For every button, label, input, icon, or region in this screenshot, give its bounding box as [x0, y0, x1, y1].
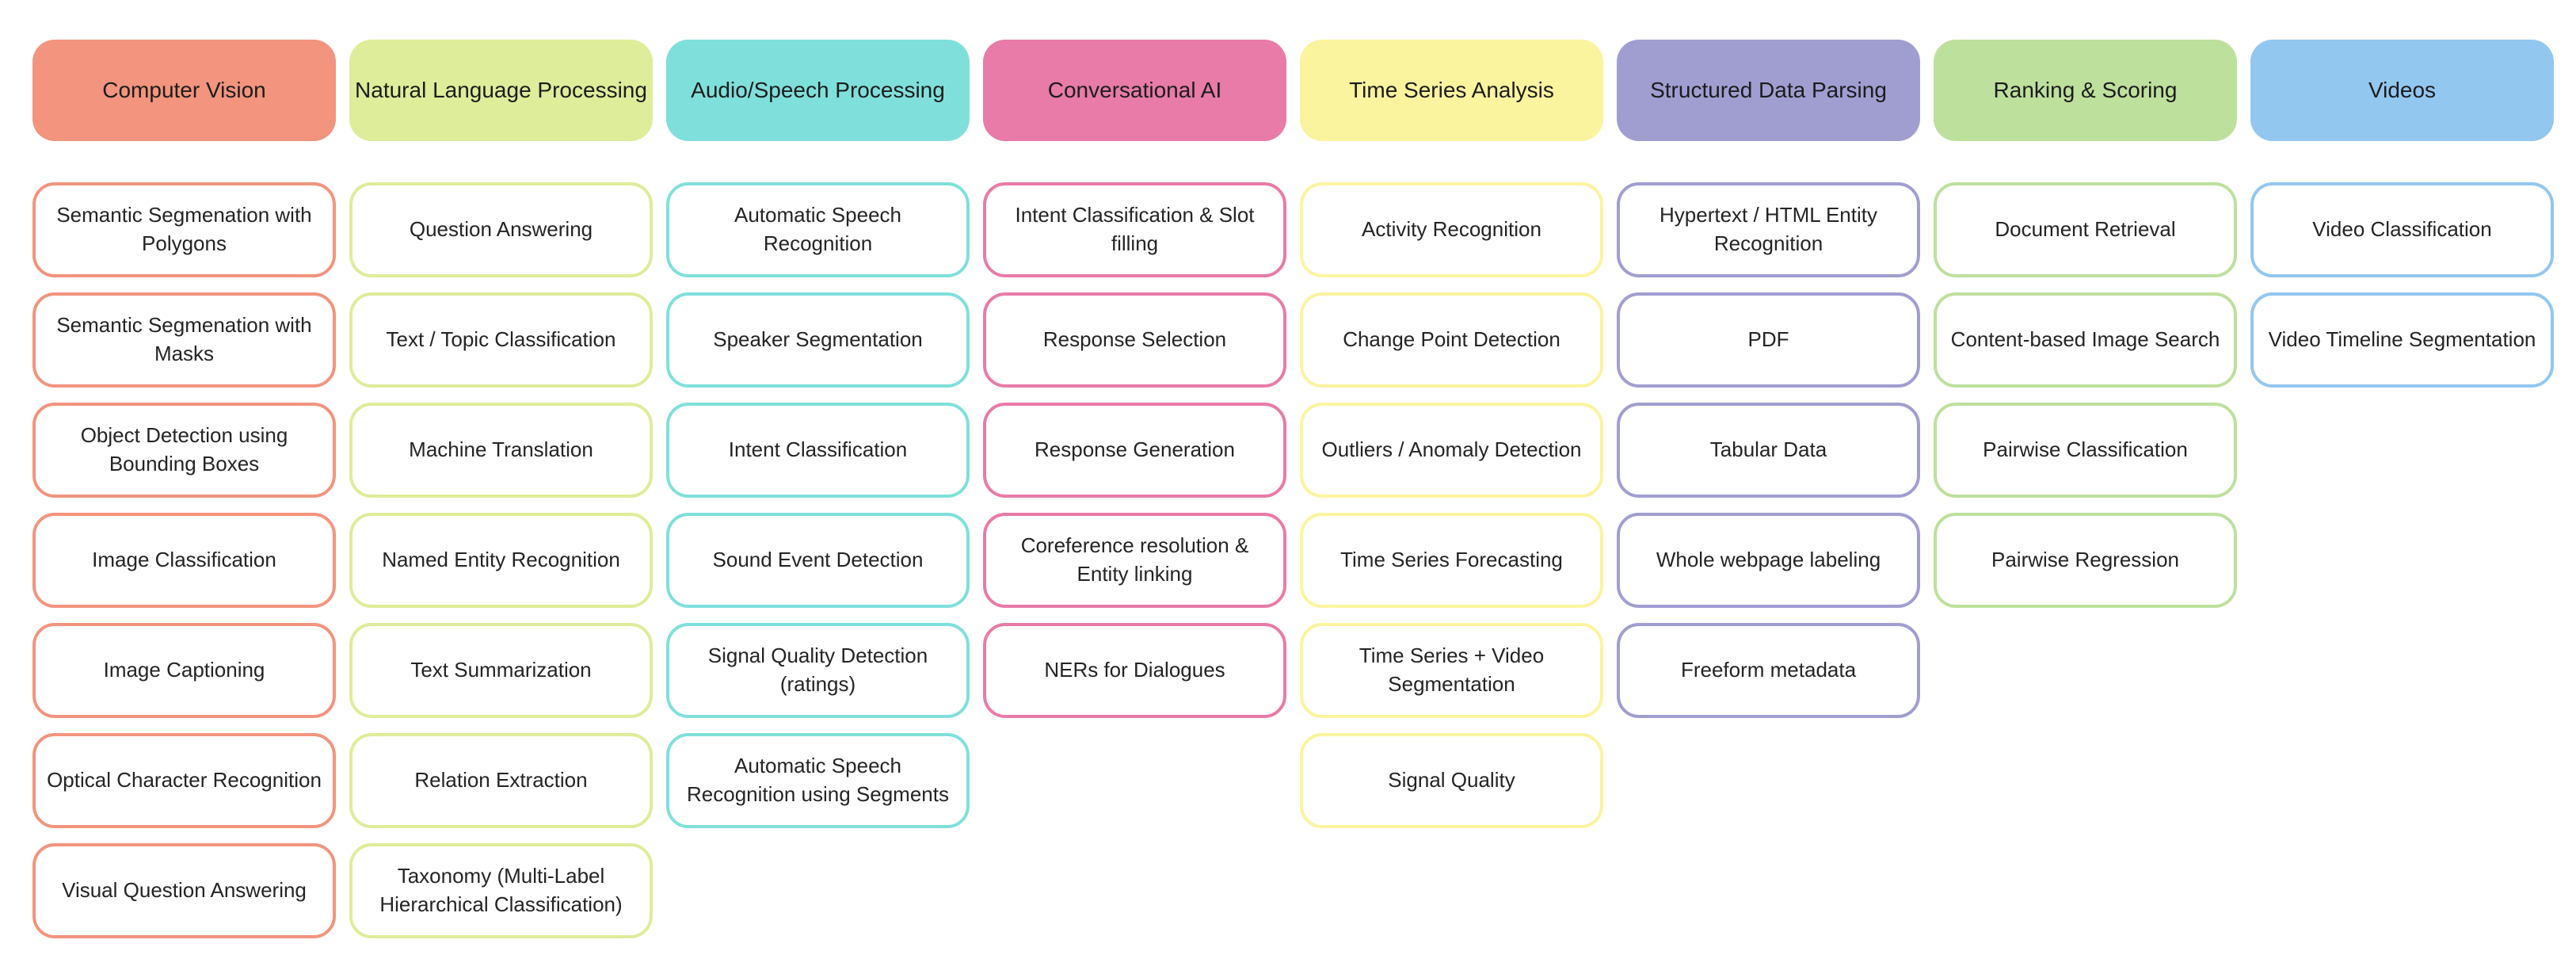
task-card: NERs for Dialogues	[983, 623, 1286, 718]
category-header-structured-data-parsing: Structured Data Parsing	[1617, 40, 1920, 141]
category-header-audio-speech-processing: Audio/Speech Processing	[666, 40, 970, 141]
category-column-computer-vision: Computer Vision Semantic Segmenation wit…	[32, 40, 336, 938]
task-card: Optical Character Recognition	[32, 733, 336, 828]
task-card: Semantic Segmenation with Polygons	[32, 182, 336, 277]
task-card: Pairwise Regression	[1934, 513, 2237, 608]
category-header-videos: Videos	[2250, 40, 2554, 141]
task-card: Visual Question Answering	[32, 843, 336, 938]
task-card: PDF	[1617, 292, 1920, 388]
task-card: Video Timeline Segmentation	[2250, 292, 2554, 388]
category-header-ranking-scoring: Ranking & Scoring	[1934, 40, 2237, 141]
category-header-computer-vision: Computer Vision	[32, 40, 336, 141]
task-card: Signal Quality	[1300, 733, 1603, 828]
task-card: Response Selection	[983, 292, 1286, 388]
task-card: Document Retrieval	[1934, 182, 2237, 277]
category-header-natural-language-processing: Natural Language Processing	[349, 40, 653, 141]
category-column-structured-data-parsing: Structured Data Parsing Hypertext / HTML…	[1617, 40, 1920, 718]
task-card: Named Entity Recognition	[349, 513, 653, 608]
task-card: Tabular Data	[1617, 403, 1920, 498]
task-card: Video Classification	[2250, 182, 2554, 277]
task-card: Coreference resolution & Entity linking	[983, 513, 1286, 608]
category-header-time-series-analysis: Time Series Analysis	[1300, 40, 1603, 141]
task-card: Activity Recognition	[1300, 182, 1603, 277]
category-column-natural-language-processing: Natural Language Processing Question Ans…	[349, 40, 653, 938]
task-card: Response Generation	[983, 403, 1286, 498]
task-card: Time Series + Video Segmentation	[1300, 623, 1603, 718]
task-card: Intent Classification & Slot filling	[983, 182, 1286, 277]
task-card: Machine Translation	[349, 403, 653, 498]
task-card: Whole webpage labeling	[1617, 513, 1920, 608]
task-card: Object Detection using Bounding Boxes	[32, 403, 336, 498]
task-card: Image Captioning	[32, 623, 336, 718]
task-card: Time Series Forecasting	[1300, 513, 1603, 608]
task-card: Text / Topic Classification	[349, 292, 653, 388]
task-card: Image Classification	[32, 513, 336, 608]
task-card: Taxonomy (Multi-Label Hierarchical Class…	[349, 843, 653, 938]
task-card: Outliers / Anomaly Detection	[1300, 403, 1603, 498]
task-card: Text Summarization	[349, 623, 653, 718]
task-card: Question Answering	[349, 182, 653, 277]
category-column-conversational-ai: Conversational AI Intent Classification …	[983, 40, 1286, 718]
category-column-time-series-analysis: Time Series Analysis Activity Recognitio…	[1300, 40, 1603, 828]
task-card: Sound Event Detection	[666, 513, 970, 608]
task-card: Signal Quality Detection (ratings)	[666, 623, 970, 718]
task-card: Semantic Segmenation with Masks	[32, 292, 336, 388]
task-card: Pairwise Classification	[1934, 403, 2237, 498]
category-column-audio-speech-processing: Audio/Speech Processing Automatic Speech…	[666, 40, 970, 828]
task-taxonomy-board: Computer Vision Semantic Segmenation wit…	[32, 40, 2554, 938]
task-card: Intent Classification	[666, 403, 970, 498]
task-card: Content-based Image Search	[1934, 292, 2237, 388]
task-card: Automatic Speech Recognition using Segme…	[666, 733, 970, 828]
task-card: Hypertext / HTML Entity Recognition	[1617, 182, 1920, 277]
task-card: Speaker Segmentation	[666, 292, 970, 388]
task-card: Automatic Speech Recognition	[666, 182, 970, 277]
task-card: Relation Extraction	[349, 733, 653, 828]
category-header-conversational-ai: Conversational AI	[983, 40, 1286, 141]
task-card: Freeform metadata	[1617, 623, 1920, 718]
task-card: Change Point Detection	[1300, 292, 1603, 388]
